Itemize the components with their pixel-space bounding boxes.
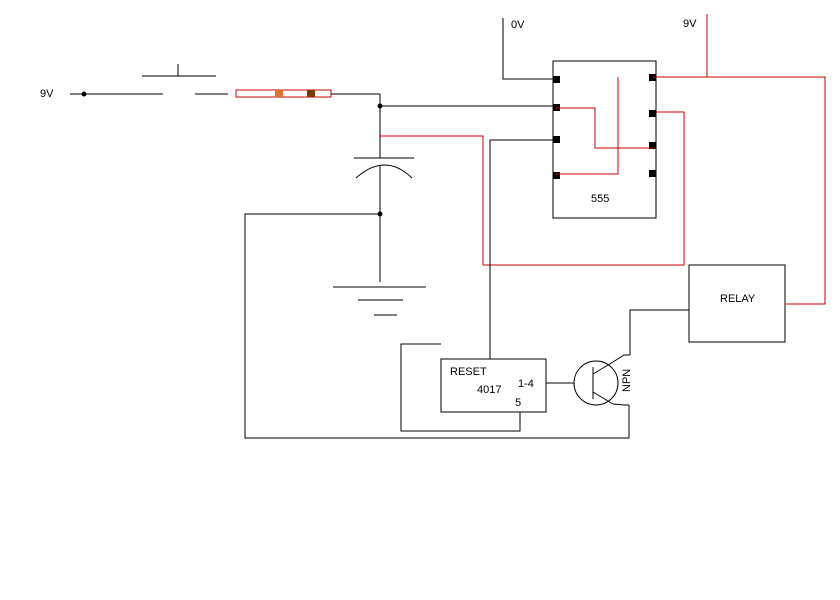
555-timer-ic: 555 [552,60,657,219]
relay: RELAY [629,264,786,355]
counter-outputs-label: 1-4 [518,378,534,390]
4017-counter-ic: RESET 4017 1-4 5 [400,343,575,432]
resistor [235,89,380,98]
supply-top-label: 9V [683,18,697,30]
counter-reset-label: RESET [450,366,487,378]
input-wire [70,91,163,97]
ground-return-wire [244,213,630,439]
counter-name-label: 4017 [477,384,501,396]
polarized-capacitor [354,157,414,282]
resistor-band-1 [275,90,283,97]
red-wire-trigger [380,111,685,266]
transistor-label: NPN [621,369,633,392]
red-supply-wiring [555,14,826,305]
ground-top-label: 0V [511,19,525,31]
supply-left-label: 9V [40,88,54,100]
resistor-band-2 [307,90,315,97]
npn-transistor: NPN [573,354,633,406]
relay-label: RELAY [720,293,756,305]
clock-wire [489,139,555,359]
timer-label: 555 [591,193,609,205]
counter-output5-label: 5 [515,397,521,409]
push-button-switch [142,64,228,95]
ground-symbol [333,286,426,316]
main-node-wiring [377,94,555,158]
ground-top-wire [502,18,555,80]
